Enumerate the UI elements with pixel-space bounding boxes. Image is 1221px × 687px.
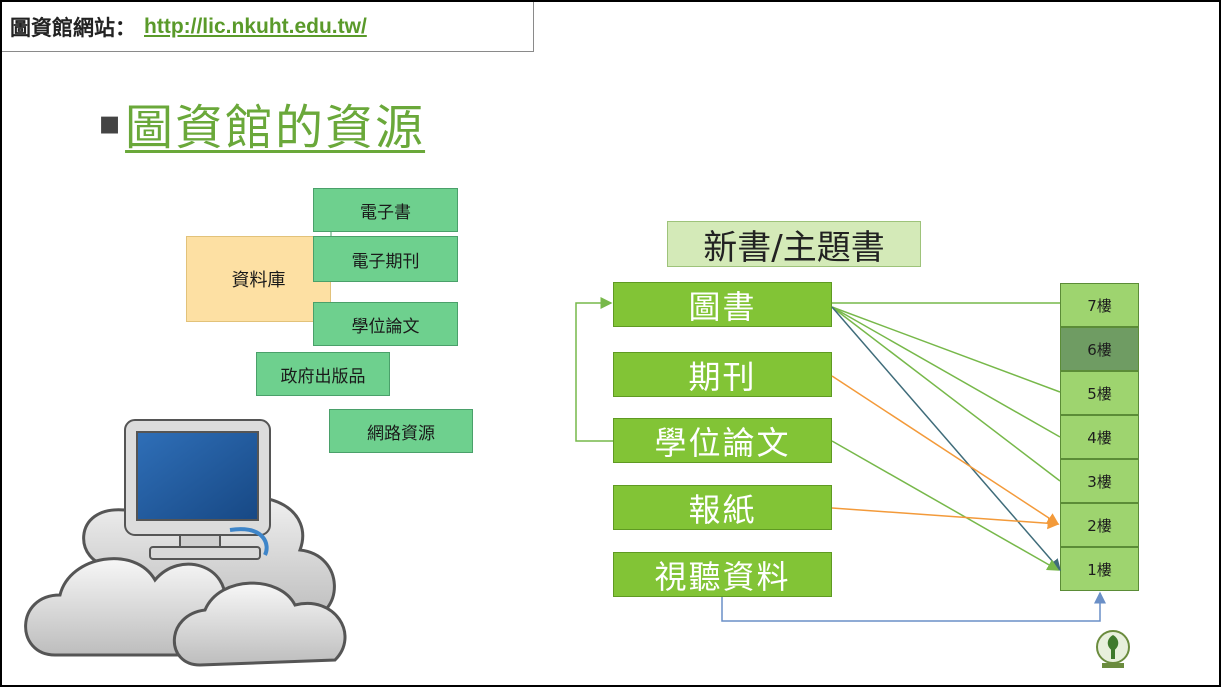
web-resources-label: 網路資源 (367, 423, 435, 444)
floor-2: 2樓 (1060, 503, 1139, 547)
university-seal-icon (1096, 630, 1130, 668)
database-label: 資料庫 (231, 270, 286, 291)
slide-title: ▪ 圖資館的資源 (98, 88, 425, 158)
category-av-materials-label: 視聽資料 (654, 557, 791, 596)
floor-7: 7樓 (1060, 283, 1139, 327)
category-books-label: 圖書 (688, 287, 757, 326)
floor-3-label: 3樓 (1087, 472, 1112, 491)
category-newspapers-label: 報紙 (688, 490, 757, 529)
floor-3: 3樓 (1060, 459, 1139, 503)
header-label: 圖資館網站： (10, 15, 136, 40)
govpub-box: 政府出版品 (256, 352, 390, 396)
books-to-5f-line (831, 306, 1061, 393)
periodicals-to-2f-line (831, 375, 1060, 525)
floor-4-label: 4樓 (1087, 428, 1112, 447)
floor-1: 1樓 (1060, 547, 1139, 591)
floor-2-label: 2樓 (1087, 516, 1112, 535)
slide-title-text: 圖資館的資源 (125, 100, 426, 156)
new-books-title-box: 新書/主題書 (667, 221, 921, 268)
ejournal-box: 電子期刊 (313, 236, 458, 282)
library-url-link[interactable]: http://lic.nkuht.edu.tw/ (144, 14, 367, 38)
floor-7-label: 7樓 (1087, 296, 1112, 315)
floor-6-label: 6樓 (1087, 340, 1112, 359)
floor-4: 4樓 (1060, 415, 1139, 459)
books-to-1f-line (831, 306, 1061, 572)
bullet-icon: ▪ (98, 103, 122, 143)
govpub-label: 政府出版品 (280, 366, 366, 387)
category-newspapers-box: 報紙 (613, 485, 832, 530)
thesis-box: 學位論文 (313, 302, 458, 346)
theses-to-books-line (575, 297, 613, 442)
category-theses-label: 學位論文 (654, 423, 791, 462)
ejournal-label: 電子期刊 (351, 251, 420, 272)
newspapers-to-2f-line (831, 507, 1060, 530)
floor-1-label: 1樓 (1087, 560, 1112, 579)
floor-5: 5樓 (1060, 371, 1139, 415)
theses-to-1f-line (831, 440, 1060, 571)
thesis-label: 學位論文 (351, 316, 420, 337)
books-to-3f-line (831, 306, 1061, 482)
computer-cloud-icon (24, 419, 347, 667)
ebook-label: 電子書 (360, 202, 411, 223)
av-to-1f-line (721, 591, 1106, 622)
category-periodicals-label: 期刊 (688, 357, 757, 396)
category-theses-box: 學位論文 (613, 418, 832, 463)
category-av-materials-box: 視聽資料 (613, 552, 832, 597)
floor-5-label: 5樓 (1087, 384, 1112, 403)
category-books-box: 圖書 (613, 282, 832, 327)
header-bar: 圖資館網站： http://lic.nkuht.edu.tw/ (2, 2, 534, 52)
web-resources-box: 網路資源 (329, 409, 473, 453)
ebook-box: 電子書 (313, 188, 458, 232)
new-books-title: 新書/主題書 (703, 227, 885, 268)
floor-6: 6樓 (1060, 327, 1139, 371)
books-to-4f-line (831, 306, 1061, 438)
database-box: 資料庫 (186, 236, 331, 322)
category-periodicals-box: 期刊 (613, 352, 832, 397)
